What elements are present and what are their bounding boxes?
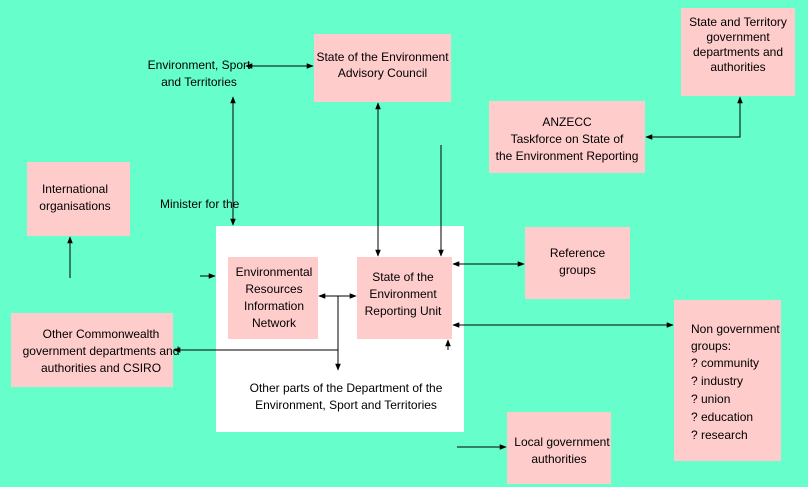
other-department-line2: Environment, Sport and Territories <box>255 398 437 412</box>
advisory-council-line1: State of the Environment <box>316 50 449 64</box>
anzecc-box <box>489 101 645 173</box>
local-government-line1: Local government <box>514 435 610 449</box>
local-government-box <box>507 412 611 484</box>
ngo-item: ? community <box>691 356 760 370</box>
minister-label-line2: and Territories <box>161 75 237 89</box>
ngo-title1: Non government <box>691 322 780 336</box>
anzecc-line1: ANZECC <box>542 115 592 129</box>
link-anzecc-states <box>645 96 743 140</box>
erin-line1: Environmental <box>235 265 313 279</box>
soe-unit-line2: Environment <box>369 287 437 301</box>
commonwealth-box <box>11 313 173 387</box>
state-territory-line1: State and Territory <box>689 15 787 29</box>
international-line2: organisations <box>39 199 111 213</box>
advisory-council-box <box>314 34 451 102</box>
state-territory-line3: departments and <box>692 45 784 59</box>
ngo-item: ? research <box>691 428 748 442</box>
minister-label-line1: Environment, Sport <box>147 58 251 72</box>
erin-line4: Network <box>251 316 296 330</box>
ngo-title2: groups: <box>691 339 732 353</box>
ngo-box <box>674 300 781 461</box>
ngo-item: ? industry <box>691 374 744 388</box>
international-line1: International <box>41 182 109 196</box>
anzecc-line2: Taskforce on State of <box>510 132 624 146</box>
reference-groups-line1: Reference <box>549 246 606 260</box>
soe-unit-box <box>357 257 452 339</box>
minister-caption: Minister for the <box>160 197 240 211</box>
state-territory-line2: government <box>706 30 770 44</box>
advisory-council-line2: Advisory Council <box>337 66 428 80</box>
reference-groups-line2: groups <box>559 263 596 277</box>
soe-unit-line1: State of the <box>372 270 434 284</box>
commonwealth-line2: government departments and <box>22 344 180 358</box>
state-territory-line4: authorities <box>710 60 766 74</box>
erin-line3: Information <box>243 299 305 313</box>
anzecc-line3: the Environment Reporting <box>495 149 639 163</box>
international-box <box>27 162 130 236</box>
ngo-item: ? education <box>691 410 754 424</box>
local-government-line2: authorities <box>531 452 587 466</box>
other-department-line1: Other parts of the Department of the <box>249 381 443 395</box>
soe-unit-line3: Reporting Unit <box>364 304 442 318</box>
erin-box <box>228 257 318 339</box>
commonwealth-line1: Other Commonwealth <box>42 327 160 341</box>
commonwealth-line3: authorities and CSIRO <box>40 361 162 375</box>
reference-groups-box <box>525 227 630 299</box>
erin-line2: Resources <box>245 282 303 296</box>
state-territory-box <box>681 8 795 96</box>
ngo-item: ? union <box>691 392 731 406</box>
